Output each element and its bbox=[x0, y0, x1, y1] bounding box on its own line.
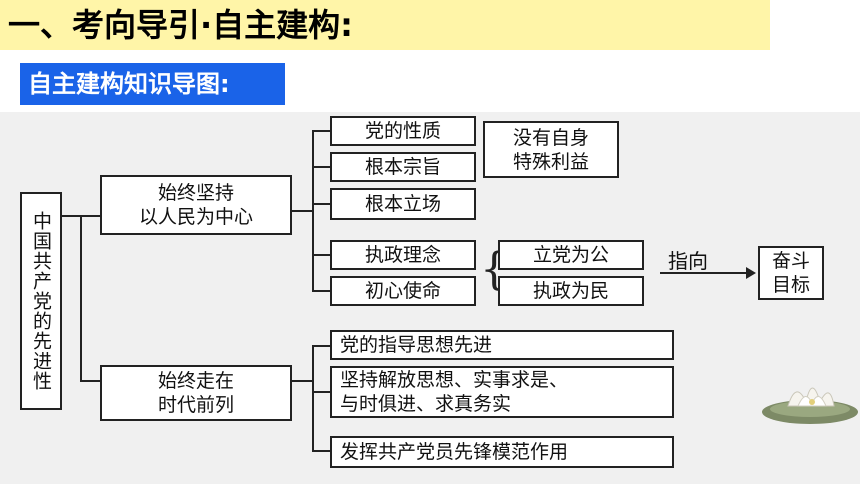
connector-b2-1 bbox=[312, 391, 330, 393]
node-govern-for-people: 执政为民 bbox=[498, 276, 644, 306]
node-party-for-public: 立党为公 bbox=[498, 240, 644, 270]
node-goal: 奋斗 目标 bbox=[758, 246, 824, 300]
root-node: 中国共产党的先进性 bbox=[20, 192, 62, 410]
node-party-nature: 党的性质 bbox=[330, 116, 476, 146]
connector-b1-0 bbox=[312, 130, 330, 132]
connector-branch2-out bbox=[292, 380, 312, 382]
node-no-special-interest: 没有自身 特殊利益 bbox=[483, 121, 619, 178]
node-vanguard-role: 发挥共产党员先锋模范作用 bbox=[330, 436, 674, 468]
connector-branch1-vertical bbox=[312, 130, 314, 291]
connector-branch2-vertical bbox=[312, 345, 314, 451]
arrow-label-points-to: 指向 bbox=[668, 249, 708, 273]
page-title: 一、考向导引·自主建构: bbox=[8, 6, 353, 44]
connector-root-to-branch2 bbox=[80, 380, 100, 382]
node-emancipate-mind: 坚持解放思想、实事求是、 与时俱进、求真务实 bbox=[330, 366, 674, 418]
connector-branch1-out bbox=[292, 210, 312, 212]
connector-b1-2 bbox=[312, 203, 330, 205]
connector-b1-1 bbox=[312, 166, 330, 168]
branch-times-forefront: 始终走在 时代前列 bbox=[100, 365, 292, 421]
node-original-mission: 初心使命 bbox=[330, 276, 476, 306]
connector-b2-0 bbox=[312, 345, 330, 347]
branch-people-centered: 始终坚持 以人民为中心 bbox=[100, 175, 292, 235]
connector-b2-2 bbox=[312, 450, 330, 452]
connector-b1-3 bbox=[312, 254, 330, 256]
lotus-flower-icon bbox=[762, 387, 858, 424]
node-fundamental-purpose: 根本宗旨 bbox=[330, 152, 476, 182]
node-governing-philosophy: 执政理念 bbox=[330, 240, 476, 270]
section-subtitle: 自主建构知识导图: bbox=[20, 63, 285, 105]
node-fundamental-stand: 根本立场 bbox=[330, 188, 476, 220]
connector-b1-4 bbox=[312, 290, 330, 292]
arrow-right-icon bbox=[660, 267, 756, 279]
connector-root-vertical bbox=[80, 215, 82, 380]
node-guiding-thought: 党的指导思想先进 bbox=[330, 330, 674, 360]
title-bar: 一、考向导引·自主建构: bbox=[0, 0, 770, 50]
